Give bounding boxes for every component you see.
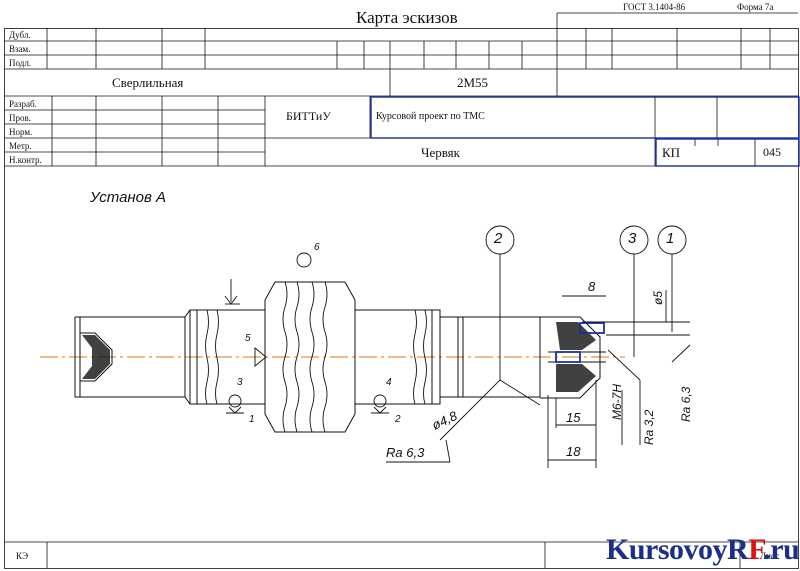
- form-label: Форма 7а: [737, 2, 774, 12]
- support-4: 4: [386, 377, 392, 388]
- role-nkontr: Н.контр.: [9, 155, 42, 165]
- card-title: Карта эскизов: [356, 8, 458, 27]
- row-label-vzam: Взам.: [9, 44, 31, 54]
- support-5: 5: [245, 333, 251, 344]
- dim-thread: M6-7H: [610, 383, 624, 420]
- dim-len-15: 15: [566, 410, 581, 425]
- organization: БИТТиУ: [286, 109, 331, 123]
- role-razrab: Разраб.: [9, 99, 37, 109]
- role-metr: Метр.: [9, 141, 32, 151]
- standard-label: ГОСТ 3.1404-86: [623, 2, 686, 12]
- callout-3: 3: [628, 230, 637, 247]
- support-2: 2: [395, 414, 401, 425]
- support-1: 1: [249, 414, 255, 425]
- part-sketch: [40, 225, 691, 468]
- dim-len-18: 18: [566, 444, 581, 459]
- project-title: Курсовой проект по ТМС: [376, 111, 485, 122]
- doc-number: 045: [763, 145, 781, 159]
- dim-d5: ø5: [651, 290, 665, 305]
- dim-len-8: 8: [588, 279, 596, 294]
- setup-label: Установ А: [90, 189, 167, 206]
- support-3: 3: [237, 377, 243, 388]
- role-prov: Пров.: [9, 113, 31, 123]
- role-norm: Норм.: [9, 127, 33, 137]
- row-label-dubl: Дубл.: [9, 30, 31, 40]
- dim-ra-3-2: Ra 3,2: [642, 409, 656, 445]
- row-label-podl: Подл.: [9, 58, 32, 68]
- callout-1: 1: [666, 230, 675, 247]
- dim-ra-6-3: Ra 6,3: [679, 386, 693, 422]
- logo-part-b: F: [748, 533, 764, 566]
- footer-sheet: Лист: [760, 551, 779, 561]
- part-name: Червяк: [421, 145, 460, 160]
- logo-part-c: .ru: [763, 533, 800, 566]
- operation-name: Сверлильная: [112, 75, 184, 90]
- doc-code: КП: [662, 145, 681, 160]
- logo-part-a: KursovoyR: [606, 533, 749, 566]
- site-watermark-logo: KursovoyRF.ru: [606, 533, 800, 567]
- dim-ra-main: Ra 6,3: [386, 445, 425, 460]
- footer-ke: КЭ: [16, 551, 29, 561]
- machine-model: 2М55: [457, 75, 489, 90]
- support-6: 6: [314, 242, 320, 253]
- callout-2: 2: [494, 230, 503, 247]
